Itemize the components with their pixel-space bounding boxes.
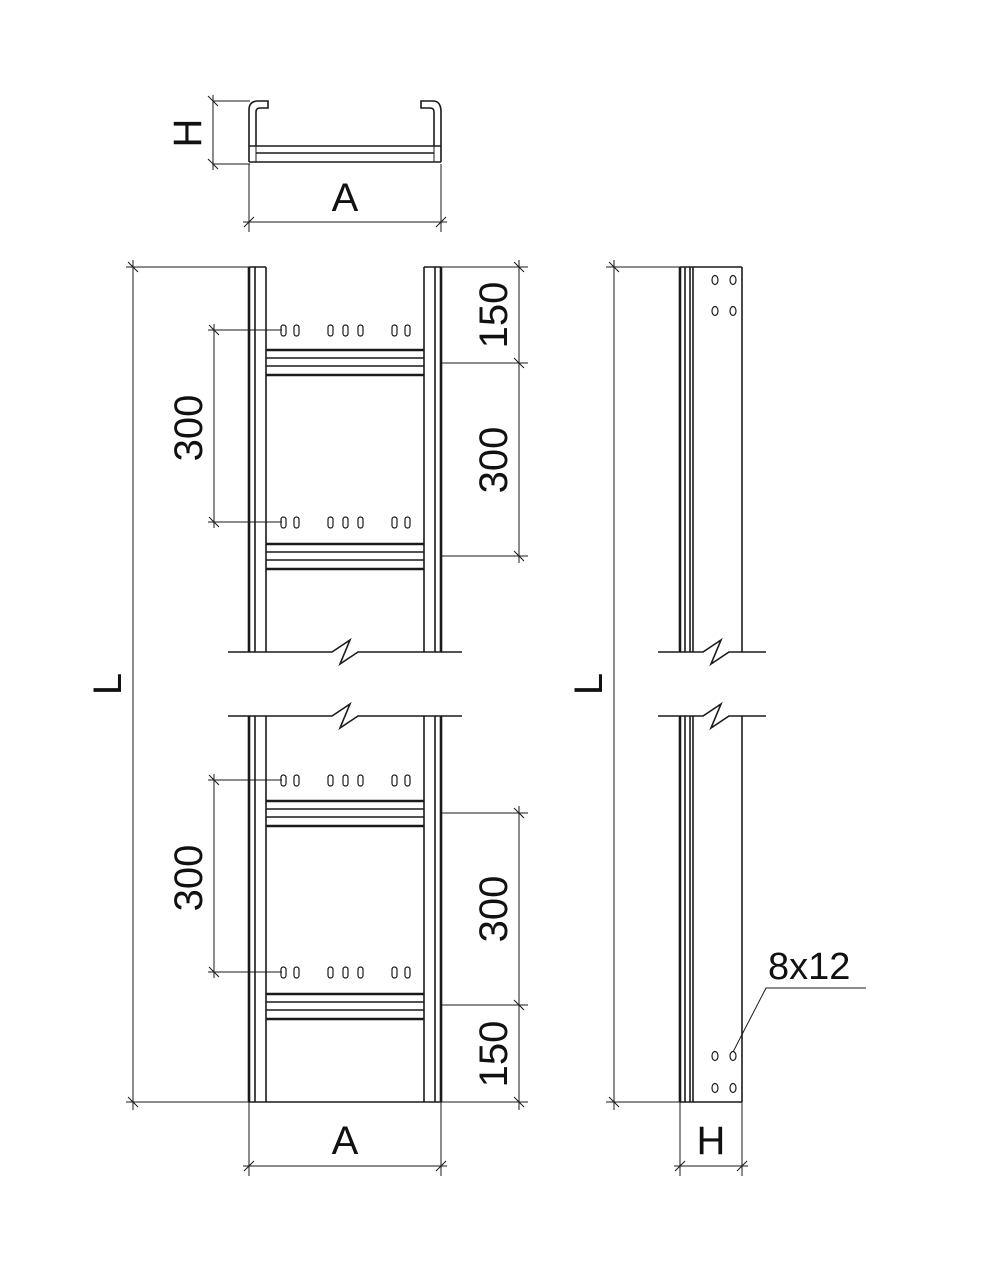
slot-row-2 <box>280 516 411 529</box>
side-break-line-upper <box>658 637 766 667</box>
right-upper-pitch-label: 300 <box>472 427 516 494</box>
slot-row-3 <box>280 774 411 787</box>
cross-section-view <box>248 100 442 163</box>
side-length-dimension: L <box>567 260 680 1110</box>
side-holes-bottom <box>711 1050 737 1094</box>
cross-height-dimension: H <box>166 95 250 170</box>
slot-row-1 <box>280 324 411 337</box>
side-height-dimension: H <box>674 1102 748 1176</box>
side-length-label: L <box>567 673 611 695</box>
left-length-dimension: L <box>86 260 249 1110</box>
side-holes-top <box>711 274 737 317</box>
right-offset-top-label: 150 <box>472 282 516 349</box>
side-view <box>658 266 766 1103</box>
rung-4 <box>266 992 424 1021</box>
left-upper-pitch-label: 300 <box>167 395 211 462</box>
rung-2 <box>266 542 424 571</box>
cross-width-label: A <box>332 176 359 220</box>
left-upper-pitch-dimension: 300 <box>167 324 282 528</box>
left-length-label: L <box>86 673 130 695</box>
top-view-width-label: A <box>332 1119 359 1163</box>
break-line-upper <box>228 637 462 667</box>
left-lower-pitch-label: 300 <box>167 845 211 912</box>
cross-height-label: H <box>166 119 210 148</box>
rung-1 <box>266 348 424 377</box>
rung-3 <box>266 799 424 828</box>
hole-size-callout: 8x12 <box>732 946 866 1053</box>
hole-size-label: 8x12 <box>768 946 850 988</box>
right-offset-bottom-label: 150 <box>472 1021 516 1088</box>
side-height-label: H <box>697 1119 726 1163</box>
slot-row-4 <box>280 966 411 979</box>
top-view <box>228 266 462 1103</box>
left-lower-pitch-dimension: 300 <box>167 774 282 978</box>
right-dimension-chain: 150 300 300 150 <box>441 260 528 1110</box>
top-view-width-dimension: A <box>243 1102 447 1176</box>
side-break-line-lower <box>658 701 766 731</box>
cross-width-dimension: A <box>243 164 447 232</box>
right-lower-pitch-label: 300 <box>472 876 516 943</box>
break-line-lower <box>228 701 462 731</box>
